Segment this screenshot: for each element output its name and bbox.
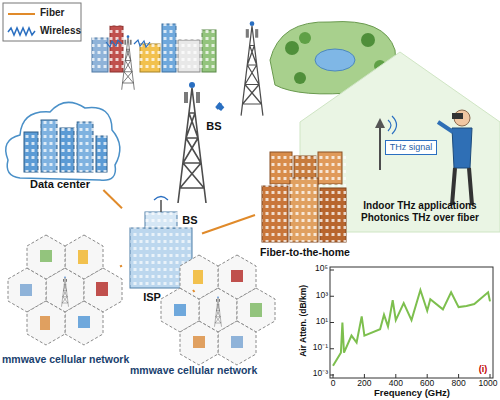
house-icon: [231, 270, 243, 282]
node-label: BS: [162, 214, 218, 227]
signal-box: THz signal: [385, 140, 437, 155]
attenuation-curve: [333, 290, 490, 366]
house-icon: [193, 270, 203, 284]
node-label: mmwave cellular network: [2, 353, 152, 365]
node-label: Fiber-to-the-home: [247, 246, 363, 258]
hex-cell: [180, 255, 218, 299]
tree: [294, 72, 306, 84]
chart-background: [298, 262, 500, 400]
tower-symbol: [215, 297, 222, 327]
tick-label: 10³: [300, 291, 328, 301]
person-legs: [452, 168, 472, 205]
fiber-home-node: Fiber-to-the-home: [255, 150, 355, 245]
windows: [92, 20, 216, 72]
tower-symbol: [241, 21, 263, 115]
node-label: THz signal: [386, 142, 436, 152]
wireless-sample: [8, 28, 35, 35]
data-center-node: Data center: [5, 105, 115, 190]
tower-symbol: [122, 35, 135, 89]
tick-label: 10¹: [300, 317, 328, 327]
isp-node: ISP: [122, 205, 202, 290]
node-label: ISP: [122, 291, 182, 304]
hex-cell: [180, 321, 218, 365]
tree: [285, 41, 299, 55]
house-icon: [231, 336, 243, 348]
base-station-node: BS: [222, 20, 280, 120]
legend-entry: Wireless: [40, 25, 81, 37]
vr-headset: [452, 113, 463, 119]
antenna: [379, 128, 381, 170]
fiber-link: [120, 265, 122, 268]
node-label: BS: [203, 120, 225, 133]
cloud-outline: [6, 102, 120, 180]
person-body: [452, 128, 472, 168]
tower-symbol: [62, 277, 69, 307]
signal-arc: [388, 116, 397, 134]
house-icon: [40, 250, 52, 262]
house-icon: [193, 336, 205, 348]
tick-label: 1000: [473, 379, 500, 389]
legend-entry: Fiber: [40, 7, 64, 19]
hex-cell: [65, 301, 103, 345]
attenuation-chart: [298, 262, 500, 400]
indoor-scene: [375, 110, 472, 205]
windows: [262, 152, 346, 242]
panel-label: (i): [474, 364, 492, 374]
signal-arc: [154, 197, 168, 201]
tower-symbol: [178, 82, 206, 203]
node-label: mmwave cellular network: [130, 364, 290, 376]
wireless-link: [106, 40, 122, 47]
house-icon: [96, 282, 108, 296]
legend-box: [3, 3, 81, 41]
tick-label: 10⁵: [300, 264, 328, 274]
fiber-sample: [8, 13, 35, 15]
wireless-link: [216, 103, 224, 111]
house-icon: [250, 303, 262, 317]
fiber-link: [193, 290, 194, 292]
tick-label: 0: [318, 379, 348, 389]
house-icon: [20, 284, 32, 296]
cell-network-node: mmwave cellular network: [5, 235, 120, 350]
hex-cluster: [8, 235, 275, 365]
legend-label: Wireless: [40, 25, 81, 36]
axis-ticks: [330, 270, 490, 378]
indoor-house-node: Indoor THz applications Photonics THz ov…: [355, 55, 500, 205]
apartment-buildings: [262, 152, 346, 242]
city-buildings: [92, 20, 216, 90]
wireless-link: [134, 40, 150, 47]
house-icon: [78, 316, 90, 328]
plot-frame: [330, 267, 493, 378]
tree: [361, 33, 375, 47]
legend-label: Fiber: [40, 7, 64, 18]
antenna: [160, 200, 162, 212]
cell-icons: [20, 250, 262, 348]
data-center-cloud: [6, 102, 120, 180]
hex-cell: [65, 235, 103, 279]
node-label: Data center: [5, 178, 115, 191]
axis-title: Frequency (GHz): [357, 388, 467, 399]
fiber-link: [202, 215, 255, 234]
base-station-node: BS: [162, 80, 218, 205]
hex-cell: [27, 301, 65, 345]
hex-cell: [218, 255, 256, 299]
antenna-head: [375, 118, 385, 128]
tick-label: 10⁻³: [300, 369, 328, 379]
tick-label: 10⁻¹: [300, 343, 328, 353]
house-icon: [40, 316, 50, 330]
node-label: Indoor THz applications Photonics THz ov…: [350, 200, 490, 223]
pond: [315, 49, 355, 71]
cell-network-node: mmwave cellular network: [145, 292, 295, 362]
windows: [24, 120, 107, 172]
hex-cell: [218, 321, 256, 365]
fiber-link: [103, 190, 122, 208]
person-arm: [438, 122, 453, 132]
axis-title: Air Atten. (dB/km): [299, 271, 309, 371]
legend-frame: [3, 3, 81, 41]
tree: [299, 32, 311, 44]
hex-cell: [27, 235, 65, 279]
house-icon: [78, 250, 88, 264]
house-icon: [174, 304, 186, 316]
